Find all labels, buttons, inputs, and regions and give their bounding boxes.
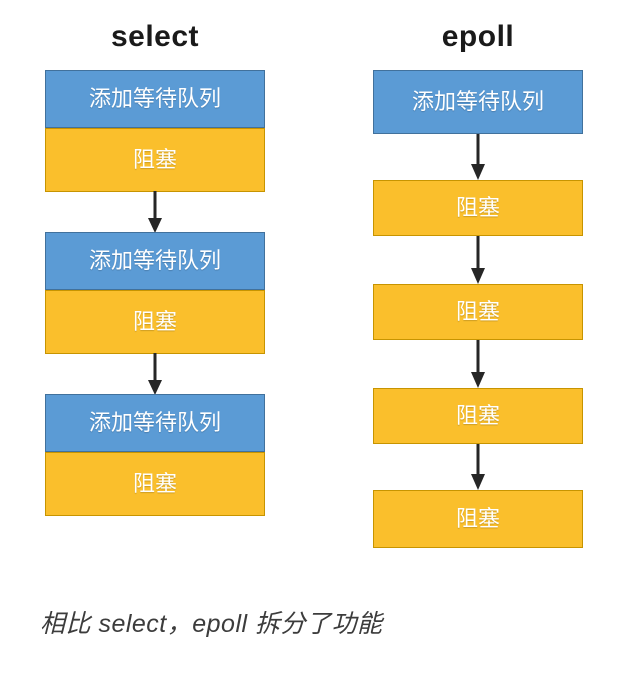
epoll-block-1: 阻塞 bbox=[373, 180, 583, 236]
column-title-epoll: epoll bbox=[441, 20, 515, 53]
select-arrow-2 bbox=[146, 353, 164, 395]
epoll-arrow-4 bbox=[469, 444, 487, 490]
epoll-arrow-3 bbox=[469, 340, 487, 388]
epoll-block-2: 阻塞 bbox=[373, 284, 583, 340]
epoll-arrow-2 bbox=[469, 236, 487, 284]
select-group-1: 添加等待队列 阻塞 bbox=[45, 70, 265, 192]
column-title-select: select bbox=[110, 20, 200, 53]
select-group-1-add-wait-queue: 添加等待队列 bbox=[45, 70, 265, 128]
select-group-3-add-wait-queue: 添加等待队列 bbox=[45, 394, 265, 452]
select-group-2: 添加等待队列 阻塞 bbox=[45, 232, 265, 354]
select-group-3: 添加等待队列 阻塞 bbox=[45, 394, 265, 516]
select-group-3-block: 阻塞 bbox=[45, 452, 265, 516]
select-arrow-1 bbox=[146, 191, 164, 233]
epoll-block-3: 阻塞 bbox=[373, 388, 583, 444]
select-group-2-add-wait-queue: 添加等待队列 bbox=[45, 232, 265, 290]
select-group-1-block: 阻塞 bbox=[45, 128, 265, 192]
epoll-block-4: 阻塞 bbox=[373, 490, 583, 548]
select-group-2-block: 阻塞 bbox=[45, 290, 265, 354]
epoll-add-wait-queue: 添加等待队列 bbox=[373, 70, 583, 134]
figure-caption: 相比 select，epoll 拆分了功能 bbox=[40, 610, 383, 638]
epoll-arrow-1 bbox=[469, 134, 487, 180]
